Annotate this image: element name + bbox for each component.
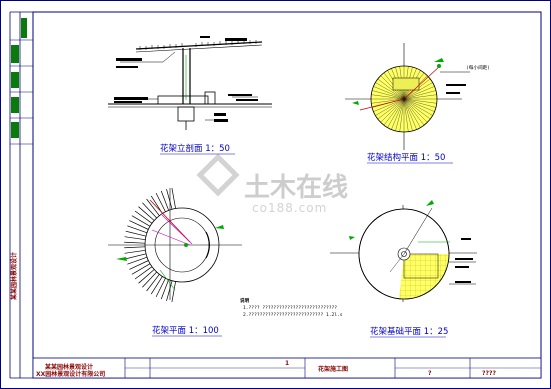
structure-ray [377,98,405,120]
structure-ray [395,98,405,131]
plan-rafter [138,206,155,221]
structure-ray [403,98,417,130]
structure-ray [403,94,437,100]
title-block: 某某园林景观设计 XX园林景观设计有限公司 1 花架施工图 ? ???? [32,357,542,379]
structure-ray [380,98,405,123]
side-strip-label: 某某园林景观设计 [10,252,18,300]
plan-rafter [124,241,146,244]
plan-rafter [171,187,176,209]
structure-ray [372,90,405,100]
structure-ray [403,98,409,132]
structure-ray [403,98,435,112]
caption-plan: 花架平面 1：100 [152,325,219,336]
plan-rafter [131,215,151,227]
title-block-project: 某某园林景观设计 [45,363,93,371]
plan-rafter [127,256,148,265]
structure-plan: (每小间距) [345,43,490,150]
notes-title: 说明 [240,297,250,304]
structure-ray [377,78,405,100]
foundation-plan [330,200,477,302]
plan-rafter [124,249,146,254]
title-block-drawing: 花架施工图 [318,365,348,373]
structure-ray [403,98,413,131]
structure-ray [403,82,433,100]
structure-ray [371,94,405,100]
plan-rafter [166,189,173,210]
watermark-en: co188.com [252,201,327,215]
structure-ray [403,98,436,108]
structure-ray [399,98,405,132]
plan-rafter [171,281,176,303]
structure-ray [375,82,405,100]
plan-rafter [129,260,149,270]
watermark-cn: 土木在线 [244,173,348,203]
title-block-cell-a: ? [428,370,432,377]
title-block-company: XX园林景观设计有限公司 [36,370,105,378]
notes-line-1: 1.???? ??????????????????????????? [243,305,337,311]
design-notes: 说明 1.???? ??????????????????????????? 2.… [240,297,343,318]
structure-ray [387,98,405,128]
structure-ray [383,98,405,126]
plan-rafter [134,266,153,280]
plan-rafter [134,210,153,224]
structure-ray [373,86,405,100]
elevation-view [108,40,272,130]
plan-rafter [166,280,173,301]
structure-ray [373,98,405,112]
structure-ray [403,98,421,128]
structure-callout: (每小间距) [466,64,490,71]
plan-rafter [125,253,147,260]
watermark: 土木在线 co188.com [196,153,348,215]
plan-rafter [131,263,151,275]
plan-rafter [160,279,170,300]
plan-rafter [160,190,170,211]
plan-rafter [125,230,147,237]
plan-rafter [155,192,166,213]
structure-ray [403,98,428,123]
structure-ray [391,98,405,130]
plan-rafter [146,198,160,216]
structure-ray [403,98,425,126]
plan-rafter [129,220,149,230]
plan-rafter [142,202,157,219]
caption-foundation: 花架基础平面 1：25 [370,326,448,337]
caption-structure: 花架结构平面 1：50 [367,152,445,163]
notes-line-2: 2.??????????????????????????? 1.2l.s [243,312,343,318]
structure-ray [403,98,433,116]
structure-ray [403,86,435,100]
title-block-sheet-no: 1 [285,360,289,367]
caption-elevation: 花架立剖面 1：50 [160,143,230,154]
plan-rafter [155,277,166,298]
plan-rafter [150,276,163,295]
structure-ray [375,98,405,116]
elevation-labels [114,36,258,122]
plan-rafter [124,246,146,249]
structure-ray [403,98,437,104]
plan-rafter [138,269,155,284]
title-block-cell-b: ???? [482,370,496,377]
structure-ray [403,98,431,120]
plan-rafter [142,271,157,288]
structure-ray [380,75,405,100]
left-strip: 某某园林景观设计 [9,11,33,379]
structure-ray [403,90,436,100]
plan-rafter [146,274,160,292]
structure-ray [371,98,405,104]
pavilion-plan [108,187,242,303]
plan-rafter [127,225,148,234]
plan-rafter [124,236,146,241]
